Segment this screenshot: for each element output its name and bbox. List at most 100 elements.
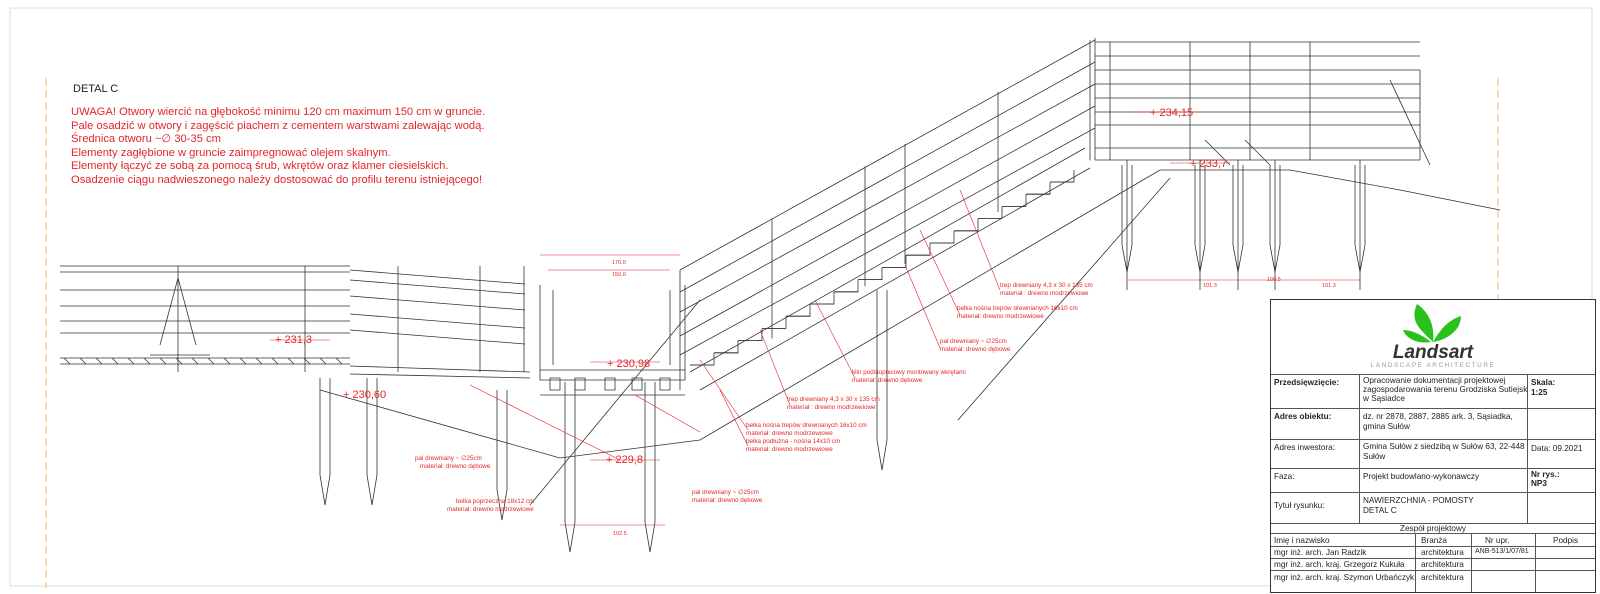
- wooden-pile: [876, 290, 888, 471]
- level-marker: + 230,98: [607, 358, 650, 370]
- column-header: Nr upr.: [1485, 536, 1510, 545]
- address-value: dz. nr 2878, 2887, 2885 ark. 3, Sąsiadka…: [1363, 412, 1513, 431]
- drawing-number-value: NP3: [1531, 479, 1547, 488]
- beam-section: [549, 377, 561, 391]
- stair-rail: [679, 61, 1096, 293]
- phase-value: Projekt budowlano-wykonawczy: [1363, 472, 1480, 481]
- drawing-title-value: NAWIERZCHNIA - POMOSTY DETAL C: [1363, 496, 1474, 515]
- team-member-name: mgr inż. arch. Jan Radzik: [1274, 548, 1367, 557]
- beam-section: [631, 377, 643, 391]
- stair-stringer: [689, 147, 1086, 373]
- stair-rail: [679, 105, 1096, 337]
- deck-board: [349, 365, 531, 373]
- dimension-label: 170.0: [612, 260, 626, 266]
- annotation-leaders: [270, 111, 1360, 526]
- deck-hatch: [255, 357, 263, 365]
- scale-label: Skala:: [1531, 378, 1556, 387]
- drawing-title-label: Tytuł rysunku:: [1274, 501, 1325, 510]
- stair-tread: [762, 316, 787, 329]
- deck-hatch: [223, 357, 231, 365]
- detail-title: DETAL C: [73, 83, 119, 95]
- note-line: UWAGA! Otwory wiercić na głębokość minim…: [71, 106, 486, 118]
- stair-tread: [1002, 194, 1027, 207]
- stair-rail: [679, 39, 1096, 271]
- wooden-pile: [496, 390, 508, 521]
- stair-tread: [930, 231, 955, 244]
- deck-hatch: [95, 357, 103, 365]
- stair-tread: [906, 243, 931, 256]
- company-logo: Landsart LANDSCAPE ARCHITECTURE: [1271, 300, 1595, 372]
- leader-line: [904, 264, 941, 349]
- team-member-branch: architektura: [1421, 548, 1464, 557]
- leader-line: [719, 389, 749, 447]
- stair-tread: [978, 206, 1003, 219]
- stair-tread: [1050, 170, 1075, 183]
- drawing-number-label: Nr rys.:: [1531, 470, 1560, 479]
- leader-line: [919, 229, 961, 316]
- stair-rail: [679, 83, 1096, 313]
- deck-hatch: [271, 357, 279, 365]
- brace: [1389, 79, 1431, 166]
- level-marker: + 234,15: [1150, 107, 1193, 119]
- railing-rail: [349, 269, 526, 285]
- brace: [1244, 139, 1271, 166]
- level-marker: + 230,60: [343, 389, 386, 401]
- brace: [1204, 139, 1231, 166]
- deck-hatch: [111, 357, 119, 365]
- logo-subtitle: LANDSCAPE ARCHITECTURE: [1370, 362, 1496, 369]
- note-line: Osadzenie ciągu nadwieszonego należy dos…: [71, 173, 483, 186]
- deck-hatch: [175, 357, 183, 365]
- deck-hatch: [79, 357, 87, 365]
- dimension-label: 101.3: [1322, 283, 1336, 289]
- column-header: Podpis: [1553, 536, 1579, 545]
- level-marker: + 233,7: [1190, 158, 1227, 170]
- staircase: [689, 147, 1091, 391]
- terrain-line: [957, 177, 1171, 421]
- project-value: Opracowanie dokumentacji projektowej zag…: [1363, 376, 1528, 403]
- leaf-icon: [1403, 304, 1461, 343]
- deck-hatch: [207, 357, 215, 365]
- deck-hatch: [287, 357, 295, 365]
- note-line: Elementy łączyć ze sobą za pomocą śrub, …: [71, 160, 449, 173]
- dimension-label: 101.3: [1203, 283, 1217, 289]
- wooden-pile: [319, 378, 331, 506]
- phase-label: Faza:: [1274, 472, 1295, 481]
- address-label: Adres obiektu:: [1274, 412, 1332, 421]
- deck-hatch: [63, 357, 71, 365]
- brace: [159, 277, 179, 346]
- dimension-label: 100.5: [1267, 277, 1281, 283]
- deck-hatch: [319, 357, 327, 365]
- railing-rail: [349, 313, 526, 329]
- leader-line: [634, 394, 701, 433]
- team-member-name: mgr inż. arch. kraj. Grzegorz Kukuła: [1274, 560, 1405, 569]
- team-member-branch: architektura: [1421, 560, 1464, 569]
- deck-hatch: [303, 357, 311, 365]
- dimension-label: 102.5: [613, 531, 627, 537]
- note-line: Średnica otworu ~∅ 30-35 cm: [71, 133, 221, 146]
- sheet-border: [9, 7, 1593, 587]
- stair-stringer: [699, 167, 1091, 391]
- deck-hatch: [143, 357, 151, 365]
- level-marker: + 229,8: [606, 454, 643, 466]
- team-member-license: ANB-513/1/07/81: [1475, 548, 1529, 555]
- stair-tread: [834, 279, 859, 293]
- railing-rail: [349, 295, 526, 311]
- piles-group: [319, 160, 1366, 553]
- team-member-branch: architektura: [1421, 573, 1464, 582]
- investor-label: Adres inwestora:: [1274, 443, 1335, 452]
- deck-hatch: [239, 357, 247, 365]
- beam-section: [604, 377, 616, 391]
- brace: [177, 277, 197, 346]
- project-label: Przedsięwzięcie:: [1274, 378, 1340, 387]
- boardwalk-structure: [60, 38, 1501, 506]
- team-header: Zespół projektowy: [1400, 524, 1466, 533]
- note-line: Pale osadzić w otwory i zagęścić piachem…: [71, 119, 485, 132]
